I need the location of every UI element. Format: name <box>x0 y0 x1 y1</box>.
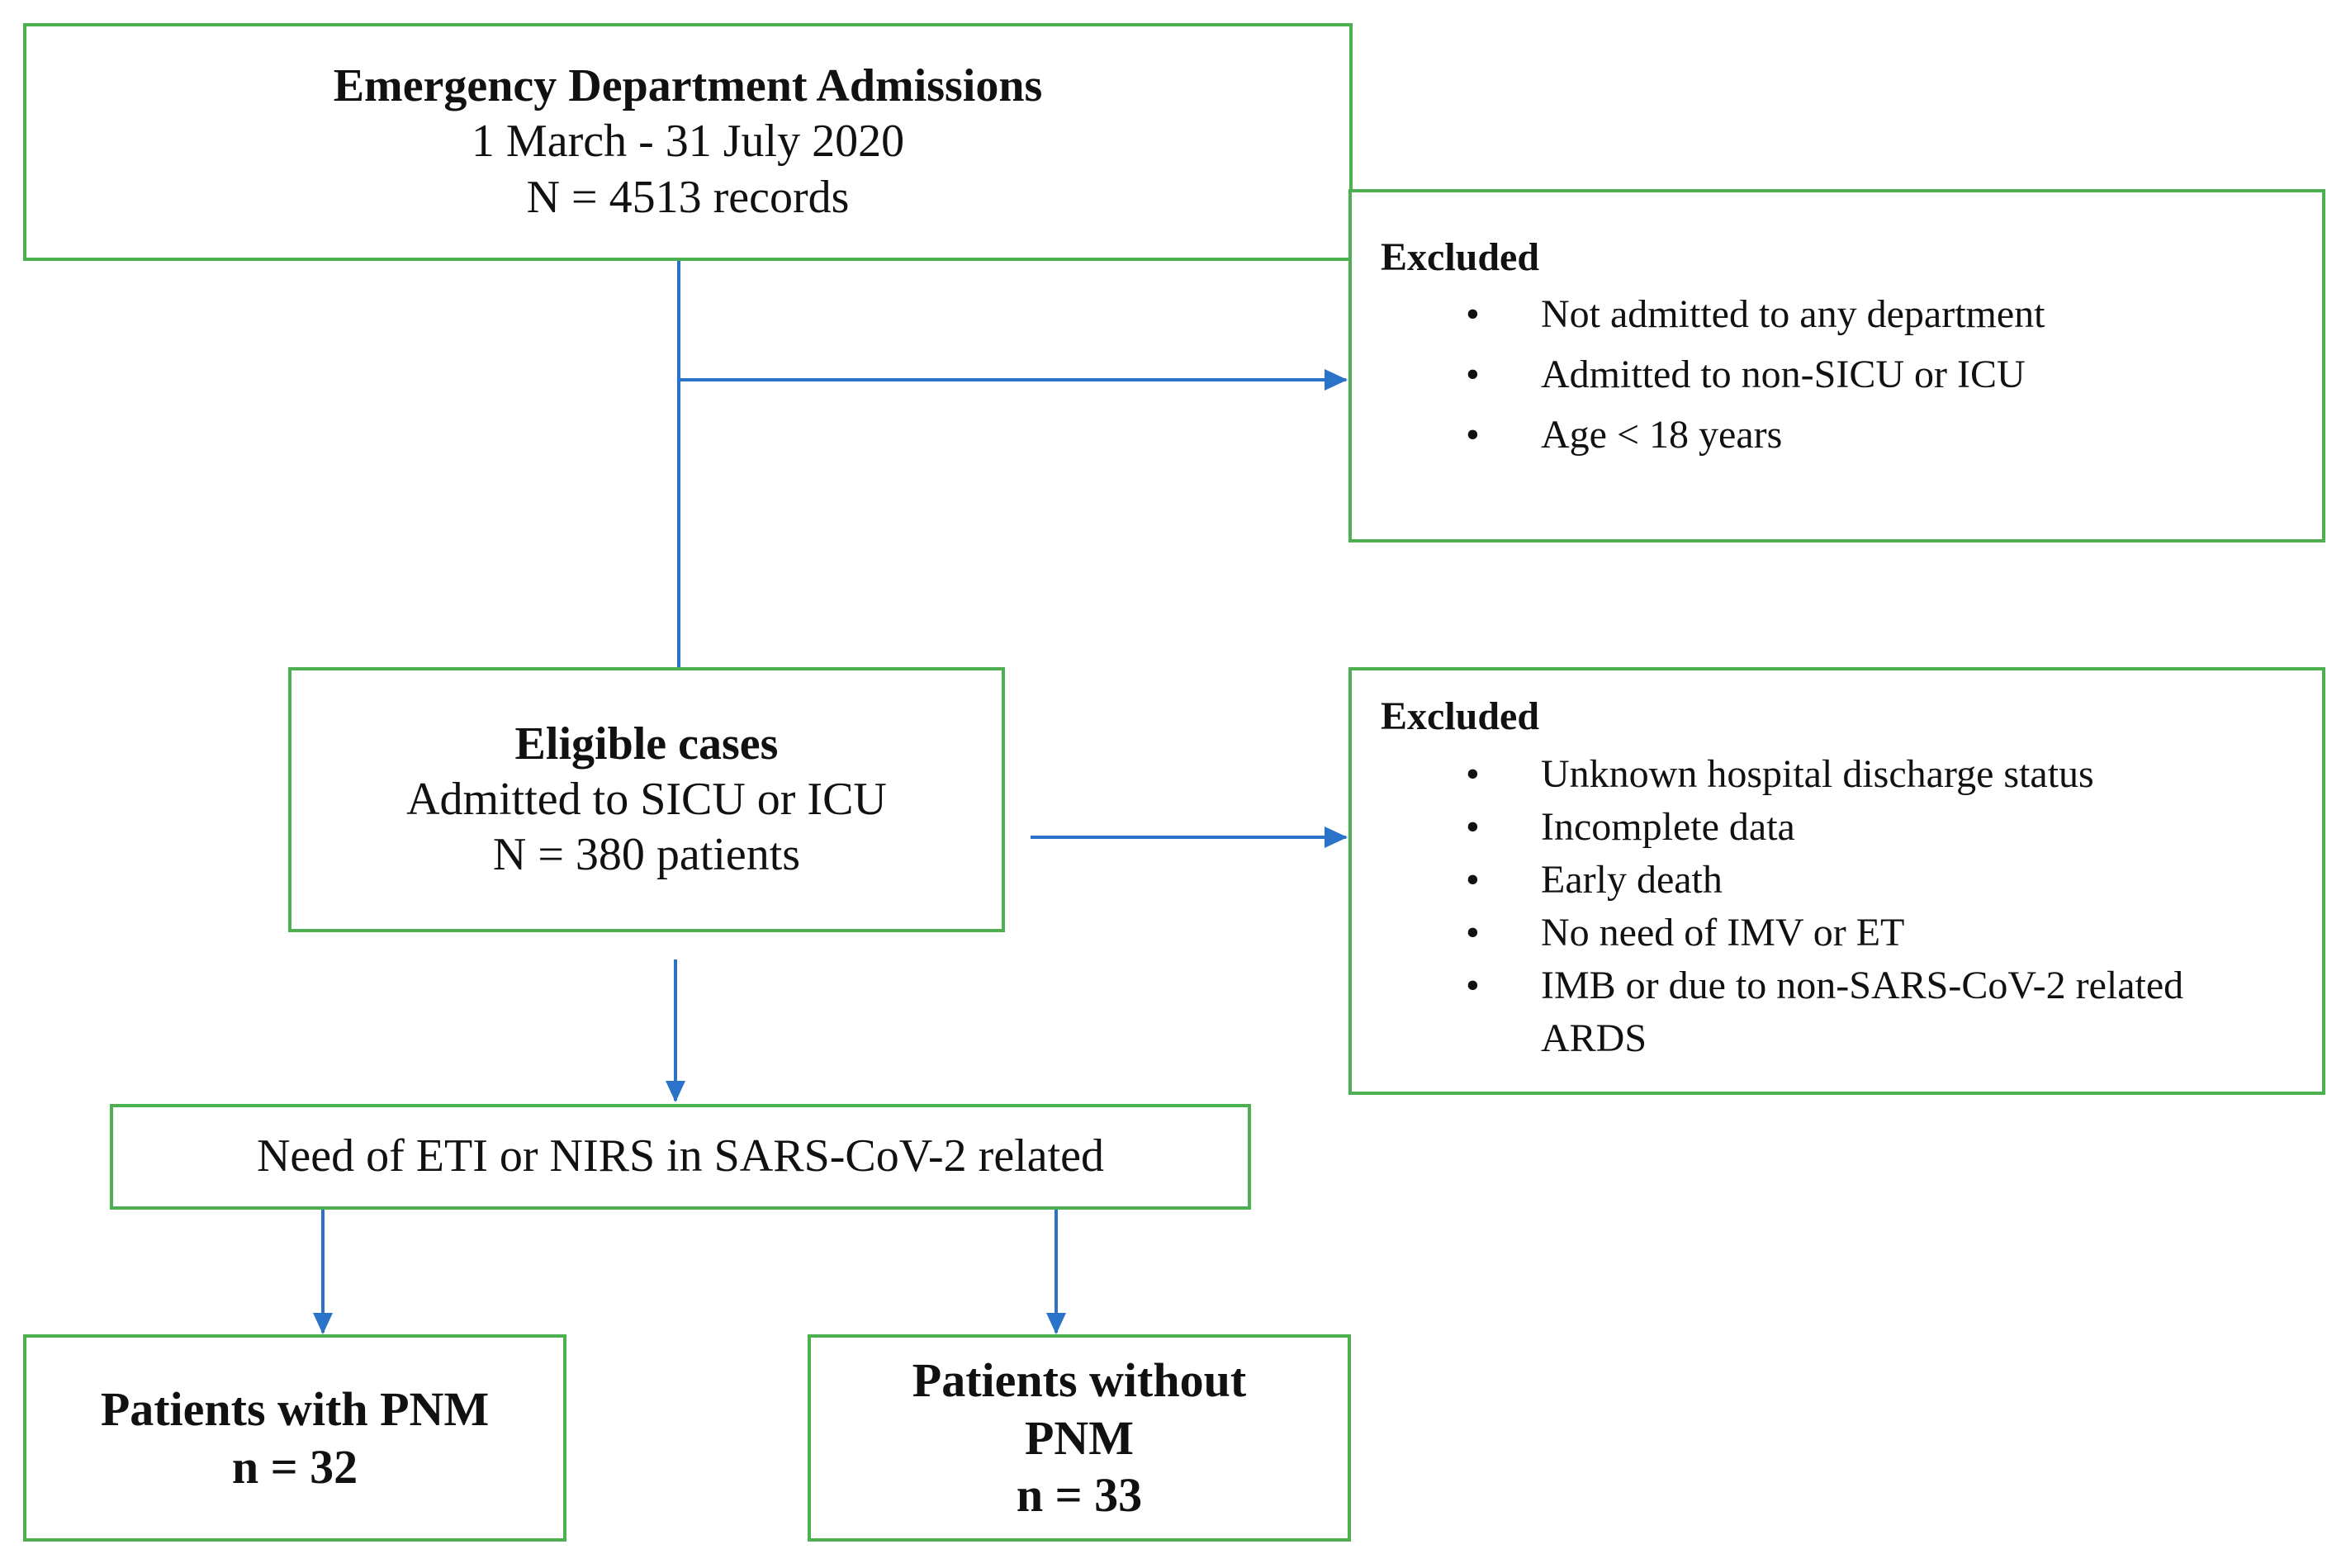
list-item: • Admitted to non-SICU or ICU <box>1466 348 2045 409</box>
excluded-2-item-6: ARDS <box>1541 1016 1647 1060</box>
list-item: • No need of IMV or ET <box>1466 907 2183 959</box>
excluded-2-list: • Unknown hospital discharge status • Inco… <box>1466 748 2184 1065</box>
need-label: Need of ETI or NIRS in SARS-CoV-2 relate… <box>256 1130 1105 1182</box>
without-pnm-title-2: PNM <box>1024 1410 1135 1465</box>
with-pnm-title: Patients with PNM <box>100 1381 490 1436</box>
excluded-2-title: Excluded <box>1381 694 1540 738</box>
admissions-box: Emergency Department Admissions 1 March … <box>23 23 1353 261</box>
excluded-2-item-3: Early death <box>1541 858 1723 902</box>
admissions-count: N = 4513 records <box>526 171 850 223</box>
list-item: • Age < 18 years <box>1466 409 2045 469</box>
admissions-title: Emergency Department Admissions <box>333 60 1043 112</box>
with-pnm-box: Patients with PNM n = 32 <box>23 1334 566 1542</box>
eligible-box: Eligible cases Admitted to SICU or ICU N… <box>288 667 1005 932</box>
eligible-subtitle: Admitted to SICU or ICU <box>406 773 887 825</box>
without-pnm-title-1: Patients without <box>912 1353 1247 1408</box>
excluded-box-2 <box>1348 667 2325 1095</box>
bullet-5: • <box>1466 964 1480 1007</box>
list-item: ARDS <box>1541 1012 2183 1065</box>
excluded-1-list: • Not admitted to any department • Admitte… <box>1466 288 2045 469</box>
excluded-2-item-5: IMB or due to non-SARS-CoV-2 related <box>1541 964 2184 1007</box>
list-item: • IMB or due to non-SARS-CoV-2 related <box>1466 959 2184 1012</box>
bullet-2: • <box>1466 353 1480 396</box>
arrowhead-without-pnm <box>1046 1313 1066 1334</box>
excluded-1-item-1: Not admitted to any department <box>1541 292 2045 336</box>
arrowhead-excluded-2 <box>1325 827 1348 848</box>
list-item: • Unknown hospital discharge status <box>1466 748 2183 801</box>
arrowhead-with-pnm <box>313 1313 333 1334</box>
excluded-2-item-1: Unknown hospital discharge status <box>1541 752 2094 796</box>
need-box: Need of ETI or NIRS in SARS-CoV-2 relate… <box>110 1104 1251 1210</box>
arrowhead-need <box>666 1081 685 1102</box>
list-item: • Incomplete data <box>1466 801 2183 854</box>
bullet-1: • <box>1466 292 1480 336</box>
eligible-count: N = 380 patients <box>492 829 801 881</box>
admissions-period: 1 March - 31 July 2020 <box>471 116 905 168</box>
excluded-2-item-2: Incomplete data <box>1541 805 1795 849</box>
excluded-1-title: Excluded <box>1381 235 1540 279</box>
without-pnm-box: Patients without PNM n = 33 <box>808 1334 1351 1542</box>
bullet-2: • <box>1466 805 1480 849</box>
excluded-2-item-4: No need of IMV or ET <box>1541 911 1905 955</box>
excluded-box-1 <box>1348 189 2325 542</box>
excluded-1-item-2: Admitted to non-SICU or ICU <box>1541 353 2026 396</box>
list-item: • Not admitted to any department <box>1466 288 2045 348</box>
bullet-1: • <box>1466 752 1480 796</box>
list-item: • Early death <box>1466 854 2183 907</box>
eligible-title: Eligible cases <box>514 718 779 770</box>
without-pnm-count: n = 33 <box>1016 1468 1143 1523</box>
bullet-4: • <box>1466 911 1480 955</box>
bullet-3: • <box>1466 413 1480 457</box>
bullet-3: • <box>1466 858 1480 902</box>
excluded-1-item-3: Age < 18 years <box>1541 413 1783 457</box>
arrowhead-excluded-1 <box>1325 369 1348 391</box>
with-pnm-count: n = 32 <box>231 1439 358 1494</box>
